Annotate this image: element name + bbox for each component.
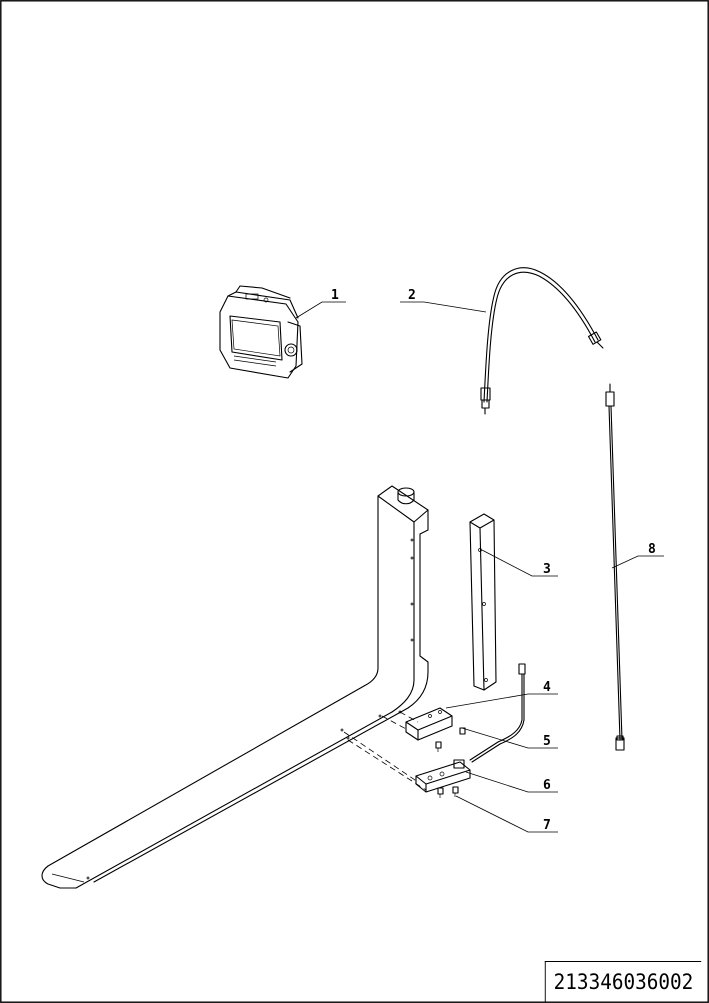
callout-3: 3 [543,562,551,577]
assembly-lines [343,711,427,791]
part-fork [41,485,429,889]
part-camera-cable [480,267,604,415]
callout-1: 1 [331,288,339,303]
callout-leaders [295,301,664,833]
part-bracket-block [405,707,453,741]
part-monitor [219,285,303,379]
callout-2: 2 [408,288,416,303]
drawing-number-box: 213346036002 [544,961,702,1002]
drawing-number-text: 213346036002 [553,970,694,994]
callout-6: 6 [543,778,551,793]
part-mounting-plate [415,759,471,793]
callout-4: 4 [543,680,551,695]
callout-5: 5 [543,734,551,749]
part-sensor-probe [469,663,526,763]
callout-labels: 1 2 3 4 5 6 7 8 [331,288,656,833]
part-extension-cable [605,383,625,751]
callout-8: 8 [648,542,656,557]
callout-7: 7 [543,818,551,833]
part-square-tube [469,513,497,691]
